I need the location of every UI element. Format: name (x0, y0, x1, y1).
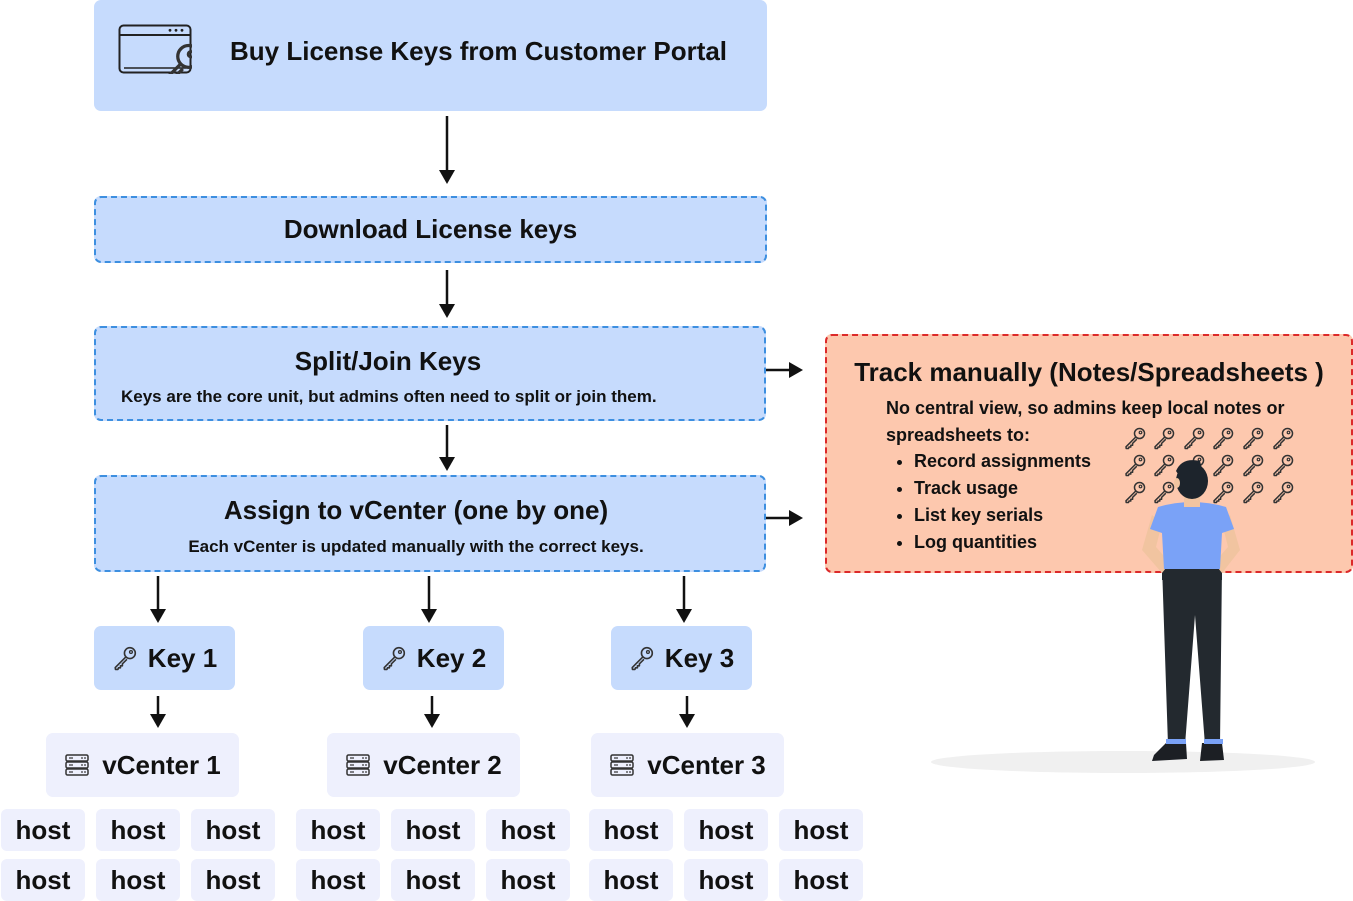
track-item: Track usage (914, 475, 1091, 502)
host-tile: host (486, 859, 570, 901)
person-illustration (931, 460, 1315, 773)
host-tile: host (1, 809, 85, 851)
person-shirt (1150, 502, 1234, 569)
step-assign-subtitle: Each vCenter is updated manually with th… (188, 537, 644, 556)
host-tile: host (779, 859, 863, 901)
host-tile: host (191, 859, 275, 901)
host-tile: host (589, 809, 673, 851)
key-icon (381, 645, 407, 671)
step-download-title: Download License keys (283, 214, 578, 244)
host-tile: host (96, 809, 180, 851)
host-tile: host (779, 809, 863, 851)
key-label: Key 3 (664, 642, 735, 673)
key-box-1: Key 1 (94, 626, 235, 690)
key-icon (112, 645, 138, 671)
host-tile: host (684, 859, 768, 901)
host-tile: host (391, 859, 475, 901)
server-icon (345, 752, 371, 778)
key-label: Key 1 (147, 642, 218, 673)
key-label: Key 2 (416, 642, 487, 673)
track-intro: No central view, so admins keep local no… (886, 398, 1285, 445)
host-tile: host (486, 809, 570, 851)
step-split-box: Split/Join Keys Keys are the core unit, … (94, 326, 766, 421)
host-tile: host (1, 859, 85, 901)
step-buy-box: Buy License Keys from Customer Portal (94, 0, 767, 111)
track-title: Track manually (Notes/Spreadsheets ) (854, 357, 1324, 387)
browser-key-icon (118, 24, 192, 74)
key-box-3: Key 3 (611, 626, 752, 690)
key-icon (629, 645, 655, 671)
step-assign-title: Assign to vCenter (one by one) (223, 495, 609, 525)
vcenter-box-3: vCenter 3 (591, 733, 784, 797)
host-tile: host (296, 859, 380, 901)
host-tile: host (589, 859, 673, 901)
vcenter-box-1: vCenter 1 (46, 733, 239, 797)
host-tile: host (391, 809, 475, 851)
server-icon (64, 752, 90, 778)
vcenter-box-2: vCenter 2 (327, 733, 520, 797)
host-tile: host (96, 859, 180, 901)
track-list: Record assignments Track usage List key … (888, 448, 1091, 556)
track-item: List key serials (914, 502, 1091, 529)
vcenter-label: vCenter 1 (102, 749, 221, 780)
floor-shadow (931, 751, 1315, 773)
person-pants (1162, 565, 1222, 745)
step-split-title: Split/Join Keys (294, 346, 482, 376)
step-split-subtitle: Keys are the core unit, but admins often… (121, 387, 657, 406)
step-download-box: Download License keys (94, 196, 767, 263)
host-tile: host (684, 809, 768, 851)
track-item: Log quantities (914, 529, 1091, 556)
step-assign-box: Assign to vCenter (one by one) Each vCen… (94, 475, 766, 572)
host-tile: host (191, 809, 275, 851)
server-icon (609, 752, 635, 778)
step-buy-title: Buy License Keys from Customer Portal (230, 36, 728, 66)
vcenter-label: vCenter 3 (647, 749, 766, 780)
track-item: Record assignments (914, 448, 1091, 475)
track-manually-box: Track manually (Notes/Spreadsheets ) No … (825, 334, 1353, 573)
vcenter-label: vCenter 2 (383, 749, 502, 780)
host-tile: host (296, 809, 380, 851)
key-box-2: Key 2 (363, 626, 504, 690)
person-arm (1142, 515, 1170, 573)
